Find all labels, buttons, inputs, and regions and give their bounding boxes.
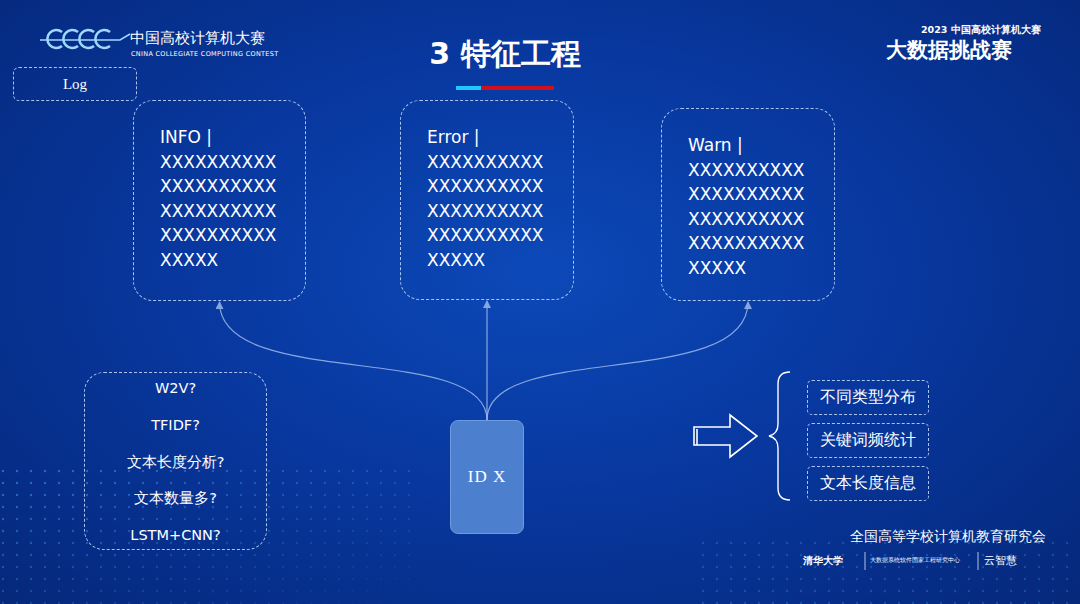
feature-box: 文本长度信息: [807, 466, 929, 501]
log-text: XXXXXXXXXX XXXXXXXXXX XXXXXXXXXX XXXXXXX…: [688, 158, 804, 281]
id-box: ID X: [450, 420, 524, 534]
title-underline: [456, 86, 481, 90]
node-label: 不同类型分布: [820, 387, 916, 408]
level-heading: Warn |: [688, 133, 822, 158]
method-list-box: W2V? TFIDF? 文本长度分析? 文本数量多? LSTM+CNN?: [84, 372, 267, 550]
sponsor-logo: 大数据系统软件国家工程研究中心: [870, 557, 960, 564]
dot-texture: [0, 470, 420, 604]
hollow-arrow: [694, 415, 757, 457]
feature-box: 不同类型分布: [807, 380, 929, 415]
log-level-box: Error |XXXXXXXXXX XXXXXXXXXX XXXXXXXXXX …: [400, 100, 574, 300]
log-source-box: Log: [13, 67, 137, 101]
logo-subtext: CNINA COLLEGIATE COMPUTING CONTEST: [131, 50, 278, 58]
event-year: 2023 中国高校计算机大赛: [921, 24, 1041, 37]
sponsor-logo: 云智慧: [984, 553, 1017, 568]
log-level-box: INFO |XXXXXXXXXX XXXXXXXXXX XXXXXXXXXX X…: [133, 100, 306, 301]
contest-logo: [40, 30, 130, 48]
node-label: 文本长度信息: [820, 473, 916, 494]
connector: [220, 302, 488, 420]
log-text: XXXXXXXXXX XXXXXXXXXX XXXXXXXXXX XXXXXXX…: [427, 150, 543, 273]
sponsor-logo: 清华大学: [803, 554, 843, 568]
connector: [486, 301, 487, 420]
node-label: ID X: [468, 467, 506, 487]
method-question: 文本长度分析?: [127, 452, 225, 472]
dot-texture: [700, 540, 1080, 604]
title-underline: [481, 86, 554, 90]
logo-separator: [865, 552, 978, 570]
feature-box: 关键词频统计: [807, 423, 929, 458]
method-question: W2V?: [155, 378, 196, 398]
logo-text: 中国高校计算机大赛: [130, 29, 265, 48]
method-question: LSTM+CNN?: [130, 525, 220, 545]
bracket: [769, 372, 790, 500]
log-text: XXXXXXXXXX XXXXXXXXXX XXXXXXXXXX XXXXXXX…: [160, 150, 276, 273]
method-question: TFIDF?: [151, 415, 200, 435]
organizer: 全国高等学校计算机教育研究会: [850, 528, 1046, 546]
method-question: 文本数量多?: [134, 488, 217, 508]
event-name: 大数据挑战赛: [886, 36, 1012, 64]
node-label: 关键词频统计: [820, 430, 916, 451]
level-heading: Error |: [427, 125, 561, 150]
hollow-arrow: [696, 429, 698, 445]
node-label: Log: [63, 76, 87, 93]
connector: [487, 302, 748, 420]
level-heading: INFO |: [160, 125, 293, 150]
log-level-box: Warn |XXXXXXXXXX XXXXXXXXXX XXXXXXXXXX X…: [661, 108, 835, 301]
